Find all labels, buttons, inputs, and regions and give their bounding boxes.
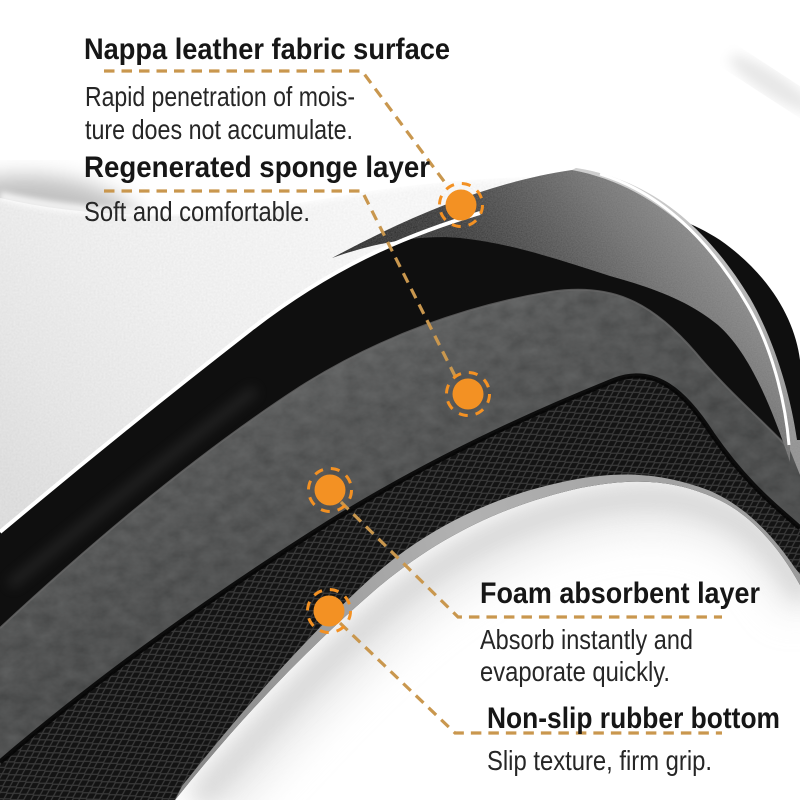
callout-rubber-bottom: Non-slip rubber bottom Slip texture, fir…: [306, 588, 780, 776]
callout-2-desc-1: Soft and comfortable.: [84, 196, 310, 227]
callout-3-desc-2: evaporate quickly.: [480, 656, 670, 687]
callout-1-marker: [438, 182, 484, 228]
fabric-texture: [0, 176, 568, 532]
callout-1-desc-1: Rapid penetration of mois-: [85, 81, 355, 112]
ground-shadow-dark: [189, 486, 800, 800]
callout-3-leader-line: [339, 500, 722, 619]
callout-4-marker: [306, 588, 352, 634]
fabric-top-soften: [0, 170, 563, 218]
callout-1-leader-line: [104, 69, 451, 189]
callout-3-title: Foam absorbent layer: [480, 577, 760, 610]
bottom-edge-strip: [175, 474, 800, 800]
callouts: Nappa leather fabric surface Rapid penet…: [84, 33, 780, 776]
callout-4-desc-1: Slip texture, firm grip.: [487, 745, 712, 776]
callout-2-marker: [445, 371, 491, 417]
foam-top-seam: [0, 288, 800, 629]
sponge-sheen: [7, 386, 258, 589]
callout-4-leader-line: [338, 621, 722, 735]
rubber-mesh-shape: [0, 375, 800, 800]
crest-edge-highlight: [599, 172, 791, 446]
callout-foam-layer: Foam absorbent layer Absorb instantly an…: [307, 467, 760, 687]
foam-layer-shade: [0, 289, 800, 762]
callout-3-desc-1: Absorb instantly and: [480, 624, 693, 655]
callout-1-desc-2: ture does not accumulate.: [85, 114, 353, 145]
corner-shadow: [729, 55, 800, 113]
callout-fabric-surface: Nappa leather fabric surface Rapid penet…: [84, 33, 484, 228]
callout-1-title: Nappa leather fabric surface: [84, 33, 450, 66]
top-crest-shape: [332, 170, 790, 462]
callout-3-marker: [307, 467, 353, 513]
fabric-edge-highlight: [0, 211, 481, 534]
callout-4-title: Non-slip rubber bottom: [487, 702, 780, 735]
callout-sponge-layer: Regenerated sponge layer Soft and comfor…: [84, 151, 491, 417]
foam-bottom-seam: [0, 373, 800, 764]
callout-2-title: Regenerated sponge layer: [84, 151, 430, 184]
